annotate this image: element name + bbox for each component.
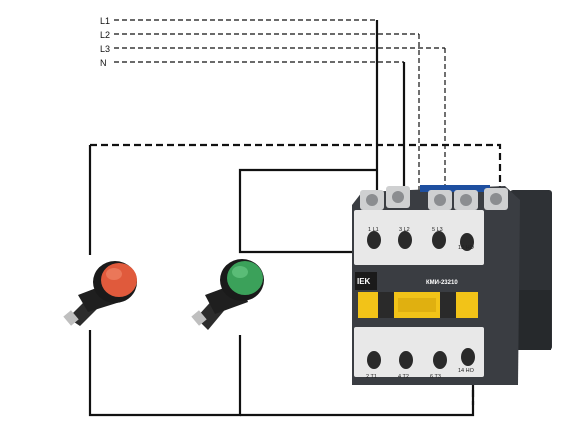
top-holes bbox=[367, 231, 474, 251]
start-button-cap bbox=[227, 261, 263, 295]
terminal-1-l1: 1 L1 bbox=[368, 227, 379, 233]
terminal-4-t2: 4 T2 bbox=[398, 374, 409, 380]
top-screws bbox=[360, 186, 508, 210]
line-label-n: N bbox=[100, 58, 107, 68]
stop-button-cap bbox=[101, 263, 137, 297]
top-terminal-plate bbox=[354, 210, 484, 265]
line-label-l2: L2 bbox=[100, 30, 110, 40]
stop-button bbox=[63, 261, 137, 326]
terminal-3-l2: 3 L2 bbox=[399, 227, 410, 233]
brand-label: IEK bbox=[357, 277, 371, 286]
terminal-6-t3: 6 T3 bbox=[430, 374, 441, 380]
supply-lines bbox=[114, 19, 446, 190]
wire-stop-to-start bbox=[88, 330, 242, 417]
terminal-13-no: 13 НО bbox=[458, 245, 475, 251]
brand-badge bbox=[355, 272, 377, 290]
line-label-l3: L3 bbox=[100, 44, 110, 54]
bottom-holes bbox=[367, 348, 475, 369]
terminal-14-no: 14 НО bbox=[458, 368, 475, 374]
model-label: КМИ-23210 bbox=[426, 280, 458, 286]
contactor: 1 L1 3 L2 5 L3 13 НО IEK КМИ-23210 2 T1 … bbox=[352, 185, 552, 385]
wire-coil-a1 bbox=[238, 168, 377, 254]
blue-strip bbox=[420, 185, 490, 192]
solid-drops bbox=[375, 20, 406, 190]
terminal-5-l3: 5 L3 bbox=[432, 227, 443, 233]
line-label-l1: L1 bbox=[100, 16, 110, 26]
wire-to-14 bbox=[240, 385, 475, 417]
start-button bbox=[191, 259, 264, 330]
wire-stop-to-13 bbox=[90, 143, 502, 200]
bottom-terminal-plate bbox=[354, 327, 484, 377]
control-dashed bbox=[90, 143, 502, 405]
terminal-2-t1: 2 T1 bbox=[366, 374, 377, 380]
